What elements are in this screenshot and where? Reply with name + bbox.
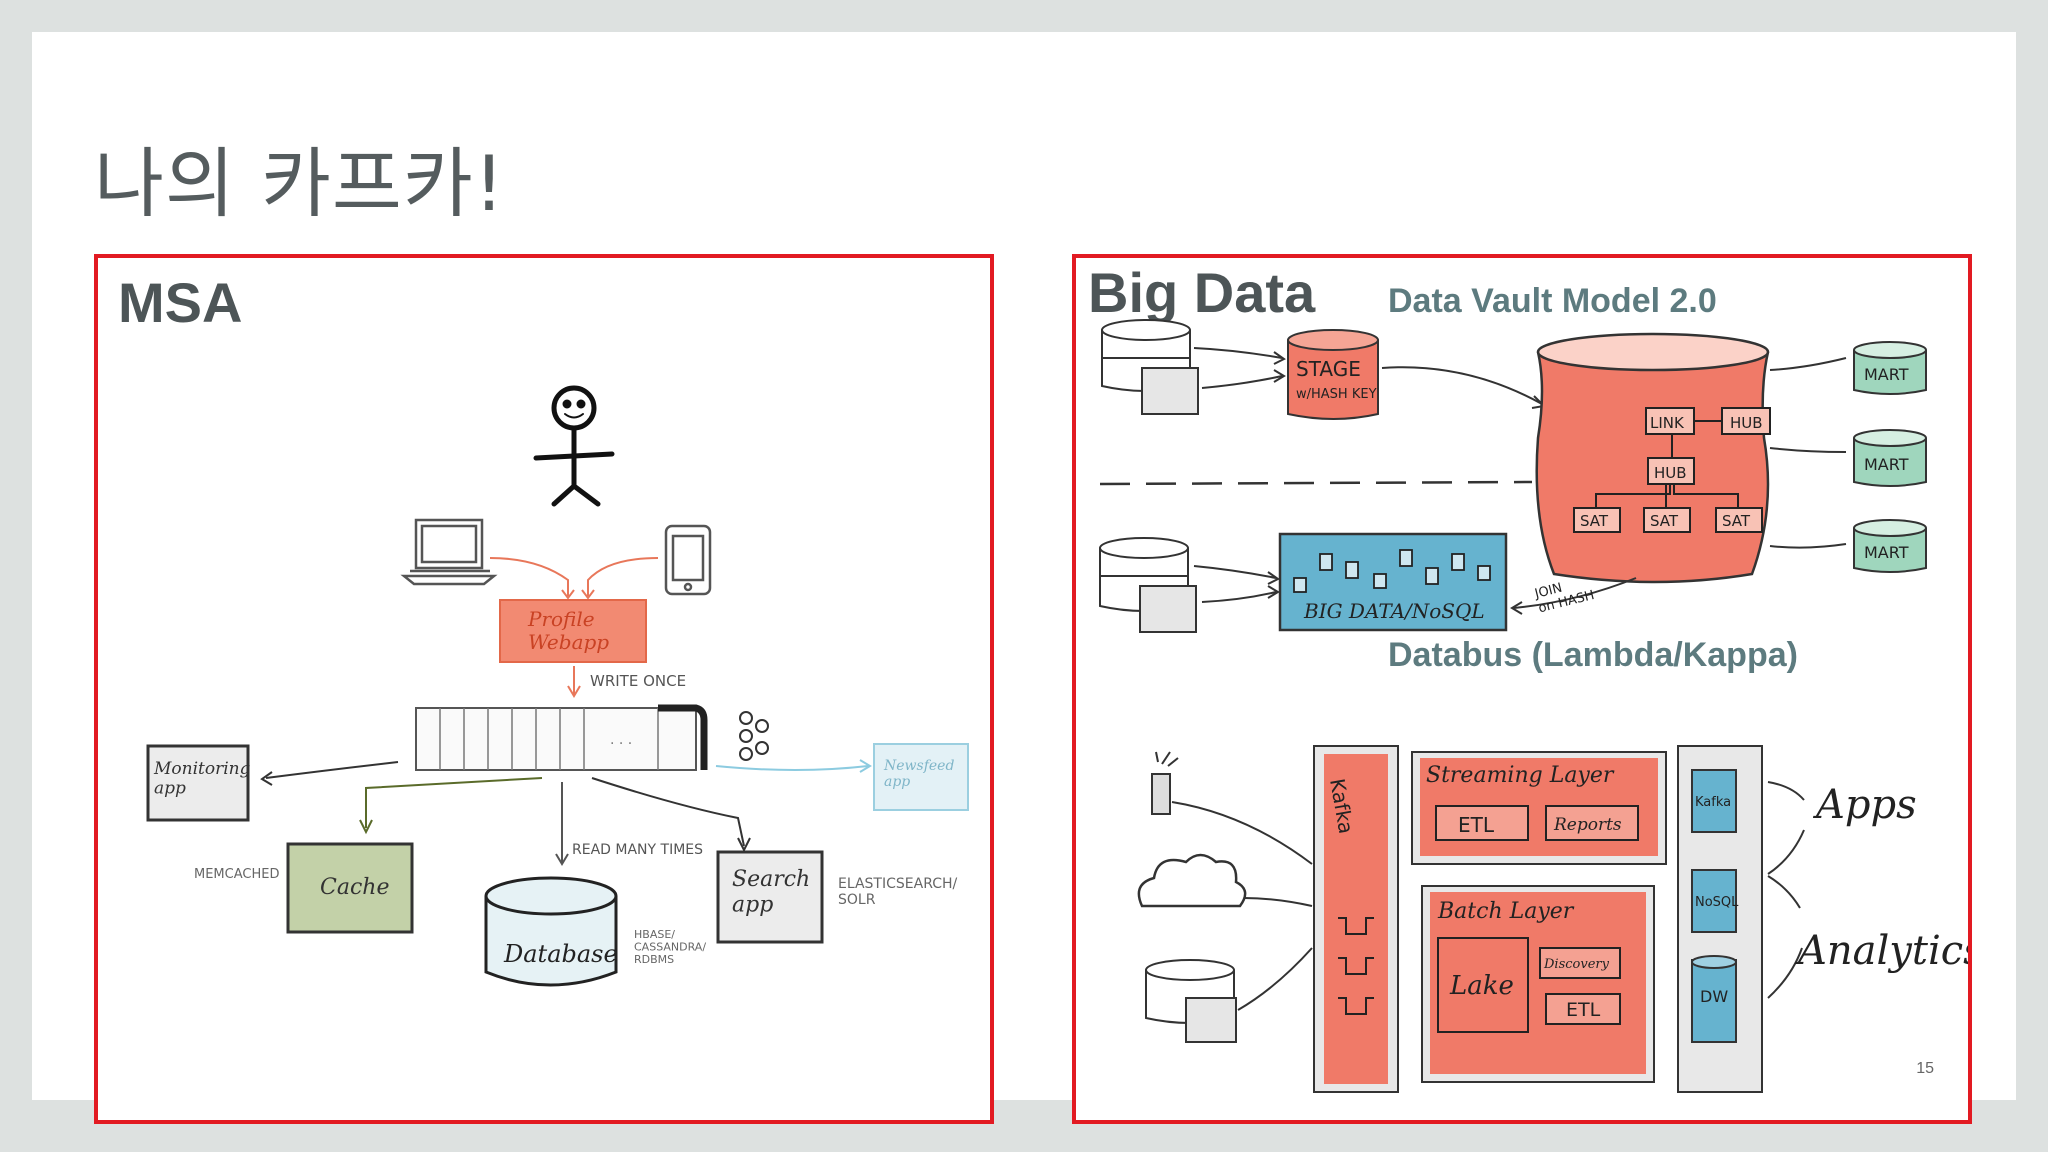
write-once-label: WRITE ONCE xyxy=(590,672,686,690)
search-app-box xyxy=(716,850,824,944)
svg-text:. . .: . . . xyxy=(610,732,632,748)
join-label: JOINon HASH xyxy=(1532,574,1596,617)
hash-label: w/HASH KEY xyxy=(1296,387,1377,402)
newsfeed-app-box xyxy=(873,743,969,811)
stage-cylinder xyxy=(1287,329,1379,420)
hbase-label: HBASE/CASSANDRA/RDBMS xyxy=(634,928,706,966)
slide: 나의 카프카! MSA xyxy=(32,32,2016,1124)
apps-label: Apps xyxy=(1812,782,1917,828)
kafka-box-label: Kafka xyxy=(1695,795,1731,810)
profile-webapp-box xyxy=(499,599,647,663)
source-db-1 xyxy=(1101,319,1199,415)
cache-label: Cache xyxy=(320,875,389,900)
mart-3-cylinder xyxy=(1853,519,1927,573)
sat-1-label: SAT xyxy=(1580,512,1609,530)
kafka-log: . . . xyxy=(415,704,708,771)
mart-2-label: MART xyxy=(1864,455,1909,474)
bigdata-panel: Big Data Data Vault Model 2.0 Databus (L… xyxy=(1072,254,1972,1124)
nosql-box-label: NoSQL xyxy=(1695,895,1739,910)
phone-icon xyxy=(664,524,712,596)
link-label: LINK xyxy=(1650,414,1685,432)
bigdata-nosql-label: BIG DATA/NoSQL xyxy=(1303,599,1485,623)
bigdata-diagram: STAGE w/HASH KEY xyxy=(1099,319,1968,1093)
cache-box xyxy=(286,842,414,934)
batch-layer-label: Batch Layer xyxy=(1437,899,1575,924)
cloud-icon xyxy=(1137,853,1247,908)
memcached-label: MEMCACHED xyxy=(194,867,279,882)
msa-panel: MSA xyxy=(94,254,994,1124)
client-arrows xyxy=(489,557,659,600)
databus-subtitle: Databus (Lambda/Kappa) xyxy=(1388,636,1798,674)
mart-1-label: MART xyxy=(1864,365,1909,384)
hub-top-label: HUB xyxy=(1730,414,1763,432)
sat-3-label: SAT xyxy=(1722,512,1751,530)
sensor-icon xyxy=(1151,751,1179,815)
laptop-icon xyxy=(400,518,498,586)
hub-mid-label: HUB xyxy=(1654,464,1687,482)
streaming-layer-label: Streaming Layer xyxy=(1426,763,1615,788)
mart-2-cylinder xyxy=(1853,429,1927,487)
monitoring-app-box xyxy=(146,744,250,822)
kafka-logo-icon xyxy=(739,711,769,761)
data-vault-subtitle: Data Vault Model 2.0 xyxy=(1388,282,1717,320)
database-label: Database xyxy=(503,940,618,968)
etl-1-label: ETL xyxy=(1458,813,1495,837)
mart-3-label: MART xyxy=(1864,543,1909,562)
bigdata-label: Big Data xyxy=(1088,261,1316,324)
discovery-label: Discovery xyxy=(1543,957,1610,972)
sat-2-label: SAT xyxy=(1650,512,1679,530)
analytics-label: Analytics xyxy=(1794,928,1968,974)
mart-1-cylinder xyxy=(1853,341,1927,395)
slide-title: 나의 카프카! xyxy=(94,139,506,228)
stage-label: STAGE xyxy=(1296,357,1361,381)
source-db-3 xyxy=(1145,959,1237,1043)
user-stick-figure xyxy=(533,385,615,507)
msa-label: MSA xyxy=(118,271,243,334)
elasticsearch-label: ELASTICSEARCH/SOLR xyxy=(838,876,958,908)
database-cylinder xyxy=(484,876,618,987)
bigdata-nosql-box xyxy=(1278,532,1508,632)
read-many-label: READ MANY TIMES xyxy=(572,842,703,858)
dw-box-label: DW xyxy=(1700,987,1728,1006)
lake-label: Lake xyxy=(1449,971,1514,1001)
reports-label: Reports xyxy=(1553,815,1622,835)
source-db-2 xyxy=(1099,537,1197,633)
page-number: 15 xyxy=(1916,1060,1934,1077)
etl-2-label: ETL xyxy=(1566,999,1601,1021)
